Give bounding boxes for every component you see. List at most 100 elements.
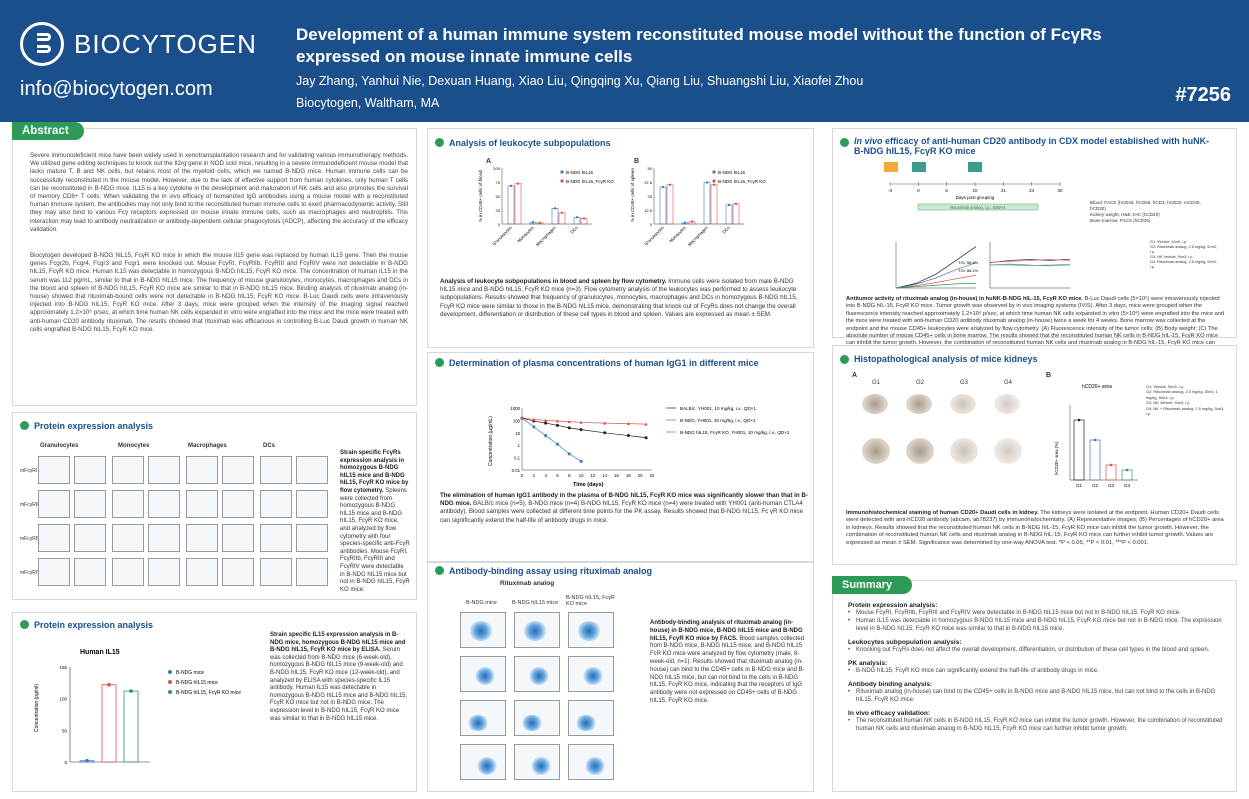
binding-flow-plot xyxy=(568,656,614,692)
flow-plot xyxy=(296,490,328,518)
kidney-images: G1 G2 G3 G4 xyxy=(860,380,1040,510)
leukocyte-title: Analysis of leukocyte subpopulations xyxy=(449,138,611,148)
efficacy-legend-item: G2: Rituximab analog, 2.5 mg/kg, 5/m3, i… xyxy=(1150,245,1217,254)
data-point xyxy=(626,422,630,426)
bar xyxy=(710,184,718,225)
binding-col-bndg: B-NDG mice xyxy=(466,600,497,606)
flow-plot xyxy=(148,456,180,484)
x-tick-label: G4 xyxy=(1124,483,1131,488)
x-tick-label: 16 xyxy=(614,473,619,478)
flow-plot xyxy=(260,558,292,586)
bar xyxy=(732,203,740,225)
kidney-image xyxy=(862,394,888,414)
x-tick-label: 0 xyxy=(521,473,524,478)
flow-plot xyxy=(74,524,106,552)
y-axis-label: hCD20+ area (%) xyxy=(1054,441,1059,475)
data-point xyxy=(626,434,630,438)
bar xyxy=(558,212,566,225)
data-point xyxy=(567,420,571,424)
dosing-label: Rituximab analog, i.p., BIW×4 xyxy=(950,205,1006,210)
readout-item: Blood: FACS (hCD45, hCD56, hCD3, hCD20, … xyxy=(1090,200,1201,211)
data-point xyxy=(690,220,694,223)
x-tick-label: 12 xyxy=(591,473,596,478)
author-list: Jay Zhang, Yanhui Nie, Dexuan Huang, Xia… xyxy=(296,74,864,88)
binding-caption-bold: Antibody-binding analysis of rituximab a… xyxy=(650,620,803,642)
tgi-label: TGI: 58.6% xyxy=(958,260,979,265)
leukocyte-caption-bold: Analysis of leukocyte subpopulations in … xyxy=(440,278,667,285)
data-point xyxy=(85,758,89,763)
bar xyxy=(725,204,733,225)
flow-plot xyxy=(296,524,328,552)
legend-marker xyxy=(168,690,172,694)
x-tick-label: 20 xyxy=(638,473,643,478)
binding-flow-plot xyxy=(514,612,560,648)
summary-tab: Summary xyxy=(832,576,912,594)
x-tick-label: DCs xyxy=(569,225,578,234)
flow-plot xyxy=(222,490,254,518)
legend-label: B-NDG hIL15 xyxy=(566,170,594,175)
il15-caption-bold: Strain specific IL15 expression analysis… xyxy=(270,632,406,654)
leukocyte-blood-chart: % in CD45+ cells of blood0255075100Granu… xyxy=(478,166,614,247)
summary-item: Knocking out FcγRs does not affect the o… xyxy=(848,646,1228,654)
section-bullet-icon xyxy=(840,355,849,364)
data-point xyxy=(1093,438,1097,442)
legend-marker xyxy=(712,179,716,183)
data-point xyxy=(579,428,583,432)
col-dcs: DCs xyxy=(263,443,276,449)
bar xyxy=(1105,464,1117,481)
kidney-image xyxy=(994,394,1020,414)
data-point xyxy=(579,420,583,424)
data-point xyxy=(560,211,564,214)
timeline-day: 0 xyxy=(917,188,920,193)
growth-curve xyxy=(895,283,977,289)
body-weight-curve xyxy=(990,264,1071,266)
flow-plot xyxy=(38,456,70,484)
legend-label: BALB/c, YH001, 10 mg/kg, i.v., QD×1 xyxy=(680,406,756,411)
body-weight-curve xyxy=(989,259,1071,263)
flow-plot xyxy=(112,456,144,484)
readout-item: Kidney weight; H&E; IHC (hCD20) xyxy=(1090,212,1160,217)
y-tick-label: 50 xyxy=(496,194,501,199)
il15-title: Protein expression analysis xyxy=(34,620,154,630)
summary-heading: In vivo efficacy validation: xyxy=(848,710,931,717)
cell-injection-box xyxy=(884,162,898,172)
timeline-day: 21 xyxy=(1001,188,1007,193)
x-tick-label: 22 xyxy=(650,473,655,478)
histo-caption-text: The kidneys were isolated at the endpoin… xyxy=(846,510,1224,546)
protein-flow-title: Protein expression analysis xyxy=(34,421,154,431)
series-line xyxy=(521,417,582,462)
contact-email[interactable]: info@biocytogen.com xyxy=(20,78,213,100)
bar xyxy=(507,185,515,225)
il15-caption-text: Serum was collected from B-NDG mice (6-w… xyxy=(270,647,408,722)
row-fcgr4: mFcγRIV xyxy=(20,570,41,576)
data-point xyxy=(603,431,607,435)
growth-curve xyxy=(895,246,977,289)
legend-label: B-NDG hIL15, FcγR KO xyxy=(566,179,614,184)
x-tick-label: 6 xyxy=(556,473,559,478)
bar xyxy=(666,184,674,225)
data-point xyxy=(644,422,648,426)
row-fcgr2b: mFcγRIIB xyxy=(20,502,42,508)
efficacy-title-text: efficacy of anti-human CD20 antibody in … xyxy=(854,136,1210,156)
data-point xyxy=(727,203,731,207)
abstract-panel xyxy=(12,128,417,406)
y-tick-label: 50 xyxy=(62,728,68,733)
section-bullet-icon xyxy=(435,138,444,147)
summary-item: Rituximab analog (in-house) can bind to … xyxy=(848,688,1228,704)
data-point xyxy=(544,421,548,425)
biocytogen-logo: BIOCYTOGEN xyxy=(20,22,257,66)
binding-header: Rituximab analog xyxy=(500,580,555,587)
data-point xyxy=(582,217,586,220)
timeline-day: 6 xyxy=(945,188,948,193)
protein-flow-caption-bold: Strain specific FcγRs expression analysi… xyxy=(340,450,409,494)
efficacy-caption-bold: Antitumor activity of rituximab analog (… xyxy=(846,296,1083,302)
binding-title: Antibody-binding assay using rituximab a… xyxy=(449,566,653,576)
y-axis-label: % in CD45+ cells of spleen xyxy=(630,168,635,222)
y-axis-label: % in CD45+ cells of blood xyxy=(478,170,483,222)
x-tick-label: Granulocytes xyxy=(491,225,512,246)
kidney-group-label: G4 xyxy=(1004,380,1013,386)
series-line xyxy=(521,417,647,425)
row-fcgr1: mFcγRI xyxy=(20,468,38,474)
chart-title: hCD20+ area xyxy=(1082,384,1112,390)
